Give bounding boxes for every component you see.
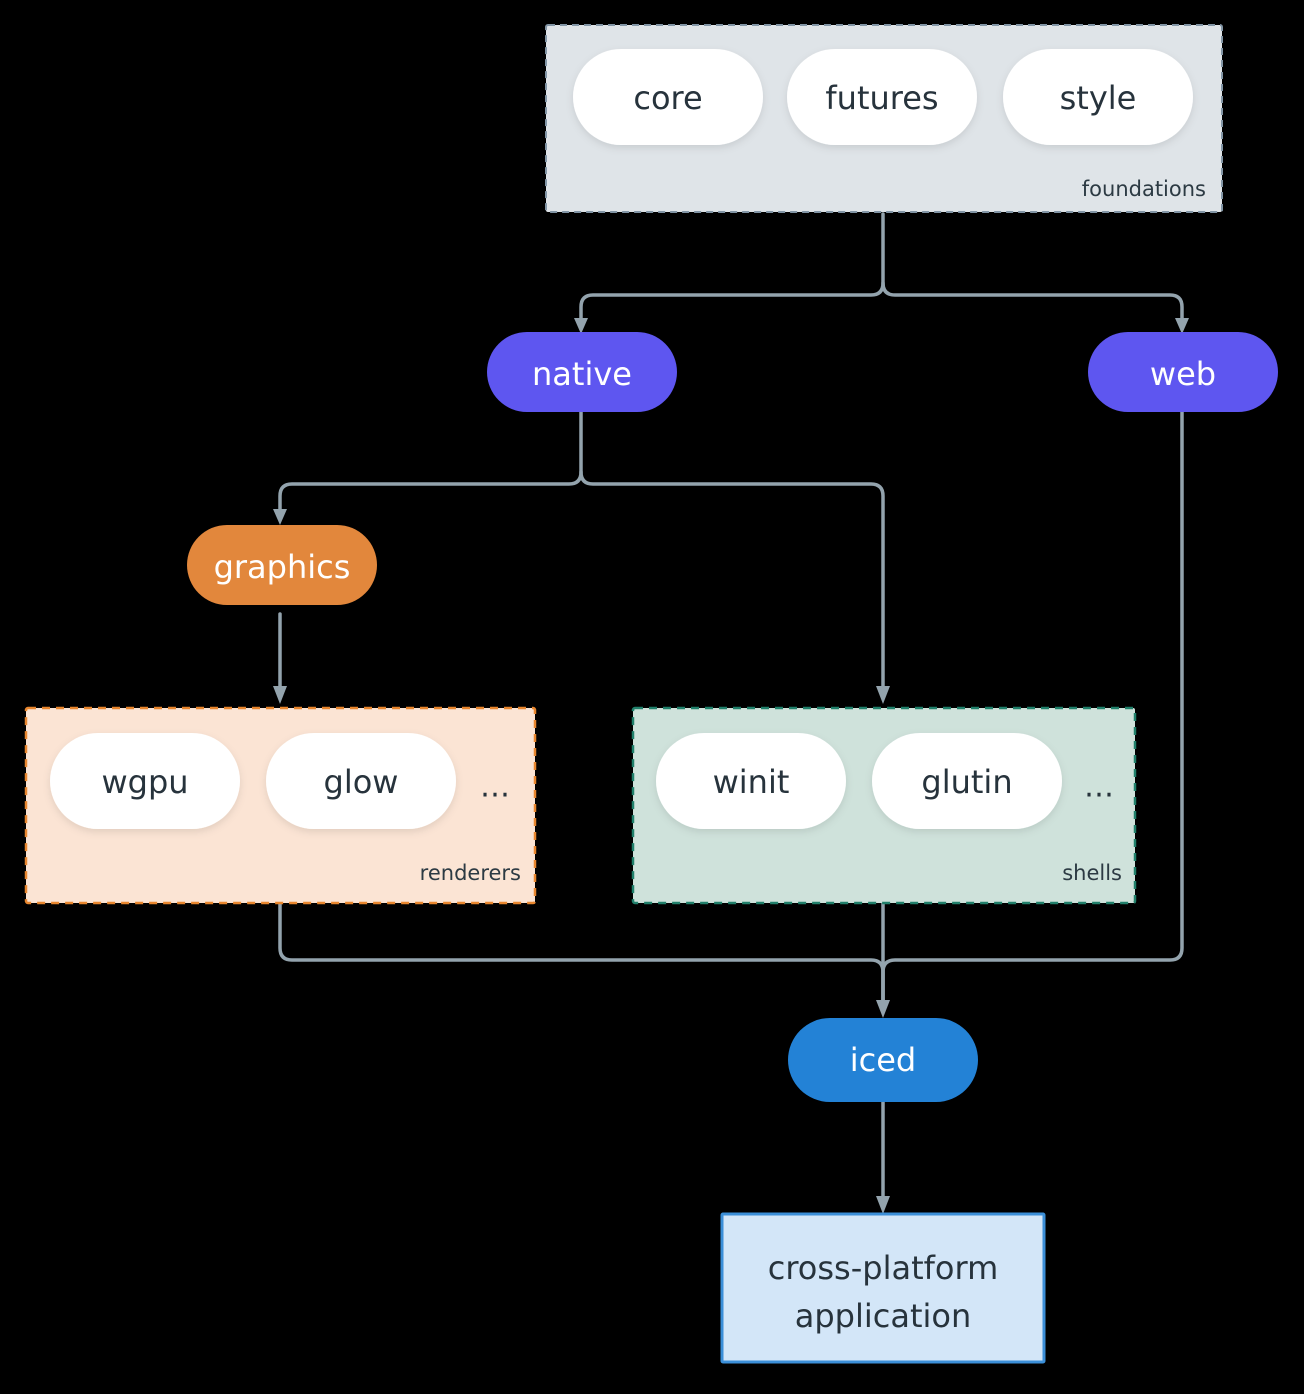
node-web-shape[interactable]: [1088, 332, 1278, 412]
arrowhead-application: [876, 1196, 890, 1214]
pill-winit-label: winit: [713, 763, 790, 801]
node-application-label-line1: cross-platform: [768, 1249, 998, 1287]
edge-merge-to-iced: [278, 410, 1184, 1018]
group-foundations: core futures style foundations: [545, 24, 1223, 213]
pill-winit-shape[interactable]: [656, 733, 846, 829]
arrowhead-graphics: [273, 509, 287, 525]
pill-wgpu-label: wgpu: [101, 763, 188, 801]
node-graphics[interactable]: graphics: [187, 525, 377, 605]
arrowhead-native: [574, 318, 588, 334]
node-iced-label: iced: [850, 1041, 916, 1079]
pill-core[interactable]: core: [573, 49, 763, 145]
edge-iced-to-application: [876, 1100, 890, 1214]
node-web-label: web: [1150, 355, 1216, 393]
node-native-label: native: [532, 355, 632, 393]
node-application-shape[interactable]: [720, 1212, 1046, 1364]
pill-core-label: core: [633, 79, 702, 117]
pill-futures-shape[interactable]: [787, 49, 977, 145]
pill-glutin-shape[interactable]: [872, 733, 1062, 829]
edge-graphics-to-renderers: [273, 612, 287, 704]
node-graphics-shape[interactable]: [187, 525, 377, 605]
pill-futures[interactable]: futures: [787, 49, 977, 145]
pill-winit[interactable]: winit: [656, 733, 846, 829]
node-application[interactable]: cross-platform application: [720, 1212, 1046, 1364]
pill-style[interactable]: style: [1003, 49, 1193, 145]
group-shells: winit glutin … shells: [631, 706, 1137, 905]
shells-ellipsis-label: …: [1084, 770, 1116, 805]
pill-glow-label: glow: [324, 763, 399, 801]
pill-style-shape[interactable]: [1003, 49, 1193, 145]
pill-core-shape[interactable]: [573, 49, 763, 145]
pill-glow-shape[interactable]: [266, 733, 456, 829]
group-renderers: wgpu glow … renderers: [24, 706, 537, 905]
shells-group-label: shells: [1062, 861, 1122, 885]
pill-style-label: style: [1060, 79, 1137, 117]
foundations-group-label: foundations: [1082, 177, 1206, 201]
arrowhead-renderers: [273, 686, 287, 704]
edge-layer: [273, 212, 1189, 1214]
pill-glow[interactable]: glow: [266, 733, 456, 829]
arrowhead-shells: [876, 686, 890, 704]
renderers-ellipsis-label: …: [480, 770, 512, 805]
arrowhead-web: [1175, 318, 1189, 334]
pill-wgpu-shape[interactable]: [50, 733, 240, 829]
renderers-group-label: renderers: [420, 861, 521, 885]
node-web[interactable]: web: [1088, 332, 1278, 412]
node-native-shape[interactable]: [487, 332, 677, 412]
node-native[interactable]: native: [487, 332, 677, 412]
node-graphics-label: graphics: [214, 548, 351, 586]
pill-wgpu[interactable]: wgpu: [50, 733, 240, 829]
node-iced-shape[interactable]: [788, 1018, 978, 1102]
edge-foundations-to-native-web: [574, 212, 1189, 334]
node-application-label-line2: application: [795, 1297, 972, 1335]
pill-glutin[interactable]: glutin: [872, 733, 1062, 829]
pill-glutin-label: glutin: [921, 763, 1012, 801]
node-iced[interactable]: iced: [788, 1018, 978, 1102]
edge-native-to-graphics-shells: [273, 410, 890, 704]
arrowhead-iced: [876, 1000, 890, 1018]
pill-futures-label: futures: [825, 79, 938, 117]
